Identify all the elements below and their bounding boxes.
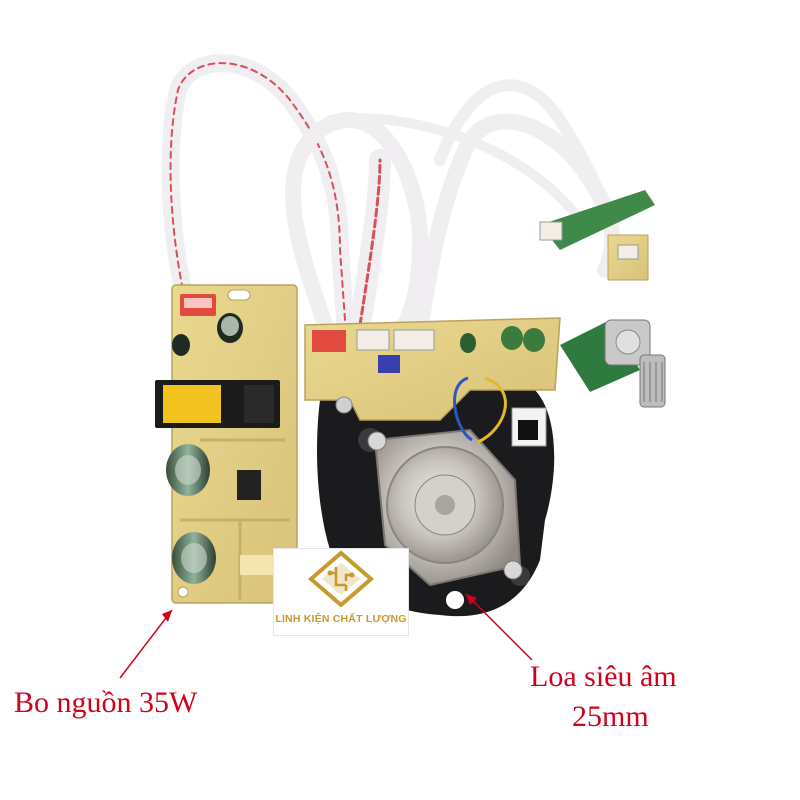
arrow-power-board — [119, 609, 173, 679]
logo-text: LINH KIỆN CHẤT LƯỢNG — [275, 613, 407, 625]
potentiometer — [560, 319, 666, 408]
arrow-speaker — [465, 593, 533, 661]
watermark-logo: LINH KIỆN CHẤT LƯỢNG — [273, 548, 409, 636]
power-board — [155, 284, 298, 604]
speaker-label-line2: 25mm — [572, 700, 649, 733]
control-board — [304, 317, 561, 447]
chip-logo-icon — [307, 550, 375, 608]
switch-board — [539, 190, 655, 281]
speaker-label-line1: Loa siêu âm — [530, 660, 677, 693]
ultrasonic-transducer — [367, 376, 523, 587]
power-board-label: Bo nguồn 35W — [14, 686, 198, 719]
